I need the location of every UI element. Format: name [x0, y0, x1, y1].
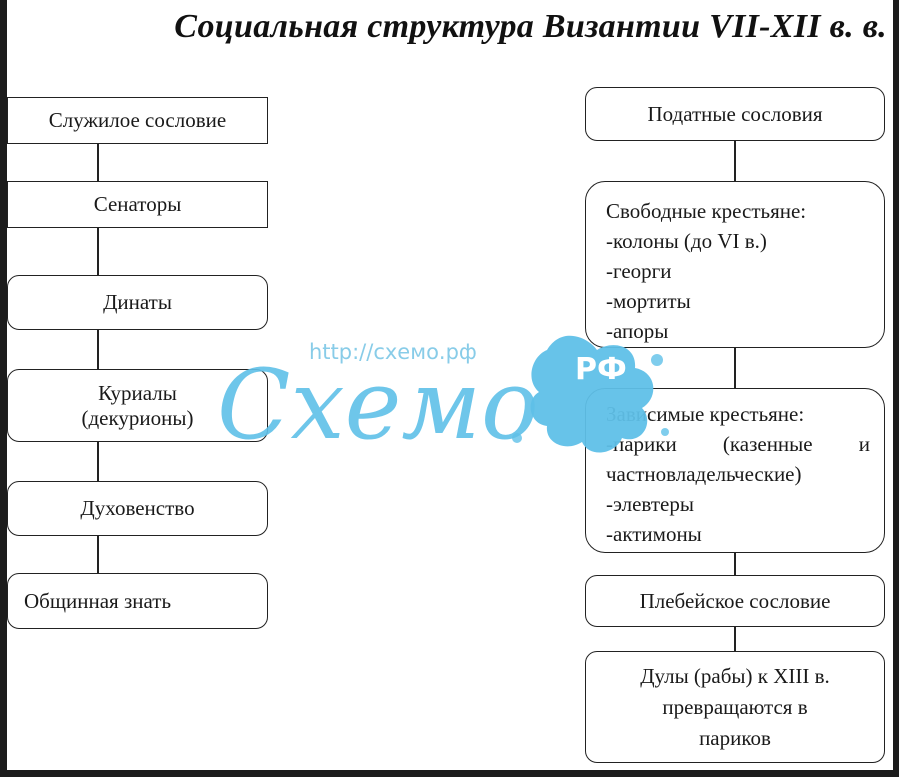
connector-left-4 [97, 442, 99, 482]
box-dynatoi: Динаты [7, 275, 268, 330]
dependent-peasants-item: частновладельческие) [606, 462, 802, 486]
dependent-peasants-word: (казенные [722, 432, 813, 456]
box-service-estate: Служилое сословие [7, 97, 268, 144]
diagram-sheet: Социальная структура Византии VII-XII в.… [7, 0, 893, 770]
connector-left-3 [97, 330, 99, 370]
dependent-peasants-item: -актимоны [606, 522, 702, 546]
watermark-url: http://схемо.рф [309, 340, 477, 364]
connector-right-1 [734, 141, 736, 181]
box-senators: Сенаторы [7, 181, 268, 228]
box-slaves-line: Дулы (рабы) к XIII в. [640, 663, 830, 688]
dependent-peasants-item: -элевтеры [606, 492, 694, 516]
dependent-peasants-word: -парики [606, 432, 677, 456]
box-curiales-label: Куриалы [98, 381, 177, 406]
box-community-nobility-label: Общинная знать [24, 588, 172, 613]
box-service-estate-label: Служилое сословие [48, 108, 227, 133]
box-slaves: Дулы (рабы) к XIII в. превращаются в пар… [585, 651, 885, 763]
box-community-nobility: Общинная знать [7, 573, 268, 629]
free-peasants-item: -апоры [606, 319, 669, 343]
free-peasants-heading: Свободные крестьяне: [606, 199, 807, 223]
box-plebeian-estate-label: Плебейское сословие [639, 588, 831, 613]
diagram-title: Социальная структура Византии VII-XII в.… [174, 8, 887, 45]
box-plebeian-estate: Плебейское сословие [585, 575, 885, 627]
box-dynatoi-label: Динаты [103, 290, 172, 315]
box-dependent-peasants: Зависимые крестьяне: -парики (казенные и… [585, 388, 885, 553]
box-taxable-estates-label: Податные сословия [647, 101, 823, 126]
watermark-badge: РФ [575, 352, 627, 387]
box-slaves-line: превращаются в [662, 694, 808, 719]
box-free-peasants: Свободные крестьяне: -колоны (до VI в.) … [585, 181, 885, 348]
box-taxable-estates: Податные сословия [585, 87, 885, 141]
box-senators-label: Сенаторы [93, 192, 182, 217]
dependent-peasants-heading: Зависимые крестьяне: [606, 402, 805, 426]
free-peasants-item: -мортиты [606, 289, 691, 313]
dependent-peasants-word: и [858, 432, 870, 456]
box-curiales-sublabel: (декурионы) [81, 405, 194, 430]
connector-left-2 [97, 228, 99, 276]
connector-left-1 [97, 144, 99, 182]
box-clergy-label: Духовенство [80, 496, 195, 521]
free-peasants-item: -георги [606, 259, 672, 283]
connector-right-2 [734, 348, 736, 388]
connector-right-3 [734, 553, 736, 575]
free-peasants-item: -колоны (до VI в.) [606, 229, 767, 253]
box-curiales: Куриалы (декурионы) [7, 369, 268, 442]
connector-right-4 [734, 627, 736, 651]
connector-left-5 [97, 536, 99, 574]
box-slaves-line: париков [699, 725, 771, 750]
dependent-peasants-item: -парики (казенные и [606, 429, 870, 459]
box-clergy: Духовенство [7, 481, 268, 536]
